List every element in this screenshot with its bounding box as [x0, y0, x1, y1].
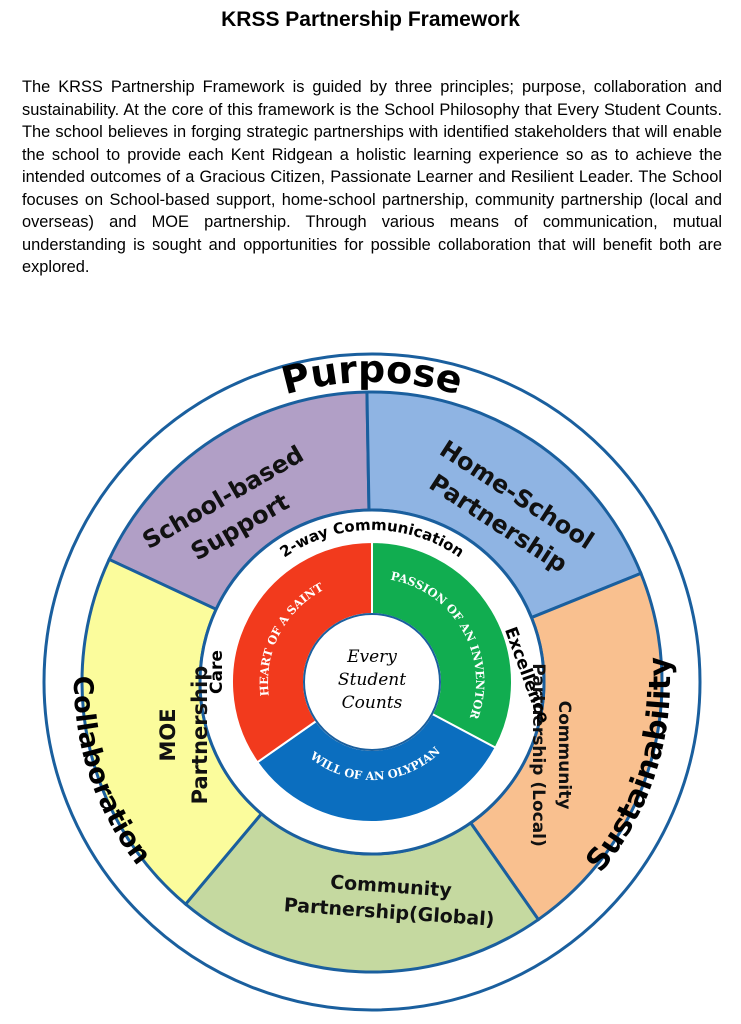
- page-title: KRSS Partnership Framework: [221, 8, 520, 31]
- label-moe-line: Partnership: [188, 666, 212, 805]
- center-label-line: Student: [338, 670, 406, 690]
- center-label-line: Counts: [342, 693, 403, 713]
- center-label-line: Every: [346, 647, 397, 667]
- label-community-local: Community Partnership (Local): [528, 663, 574, 847]
- label-moe-line: MOE: [156, 708, 180, 761]
- label-community-local-line: Community: [554, 701, 574, 810]
- label-moe: MOE Partnership: [156, 666, 212, 805]
- ring-care: Care: [207, 650, 227, 694]
- intro-paragraph: The KRSS Partnership Framework is guided…: [22, 78, 722, 276]
- label-community-local-line: Partnership (Local): [528, 663, 548, 847]
- center-circle: [303, 613, 441, 751]
